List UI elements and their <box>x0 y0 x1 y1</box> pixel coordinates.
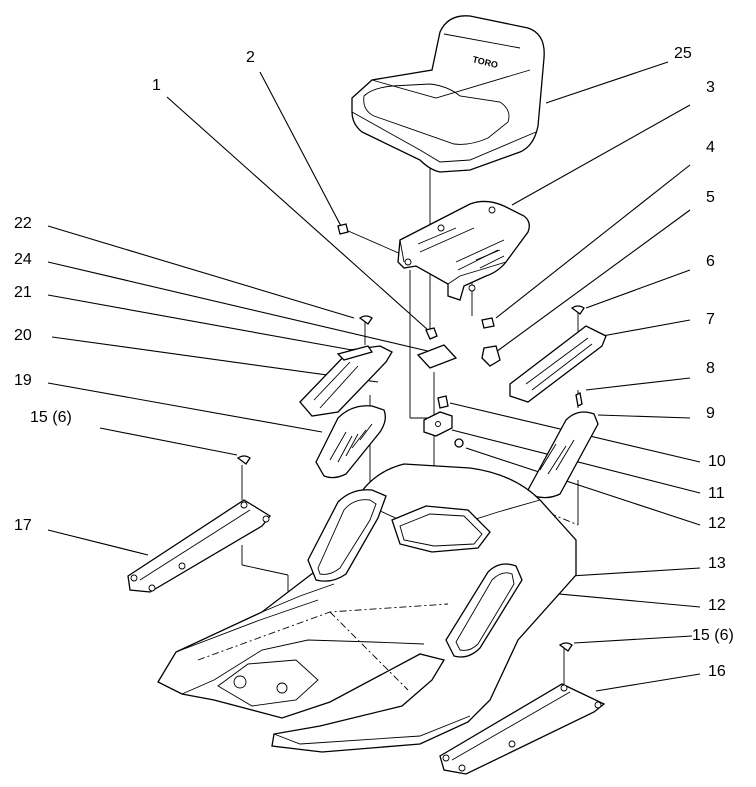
callout-1: 1 <box>152 77 161 94</box>
callout-7: 7 <box>706 311 715 328</box>
bracket-11 <box>423 411 453 437</box>
fender-right-opening <box>445 563 523 658</box>
callout-3: 3 <box>706 79 715 96</box>
left-seat-plate <box>299 345 393 417</box>
callout-25: 25 <box>674 45 692 62</box>
callout-19: 19 <box>14 372 32 389</box>
callout-4: 4 <box>706 139 715 156</box>
callout-10: 10 <box>708 453 726 470</box>
callout-17: 17 <box>14 517 32 534</box>
seat: TORO <box>351 15 545 173</box>
callout-15-lower: 15 (6) <box>692 627 734 644</box>
callout-5: 5 <box>706 189 715 206</box>
foot-plate-17 <box>127 499 271 593</box>
callout-9: 9 <box>706 405 715 422</box>
plate-24 <box>416 344 458 369</box>
callout-11: 11 <box>708 485 725 502</box>
callout-16: 16 <box>708 663 726 680</box>
foot-plate-16 <box>439 683 606 775</box>
right-seat-plate <box>509 325 607 403</box>
callout-2: 2 <box>246 49 255 66</box>
callout-22: 22 <box>14 215 32 232</box>
callout-13: 13 <box>708 555 726 572</box>
callout-20: 20 <box>14 327 32 344</box>
callout-21: 21 <box>14 284 32 301</box>
callout-24: 24 <box>14 251 32 268</box>
callout-8: 8 <box>706 360 715 377</box>
callout-12-upper: 12 <box>708 515 726 532</box>
callout-15-upper: 15 (6) <box>30 409 72 426</box>
left-seat-track <box>315 405 386 479</box>
right-seat-track <box>527 411 599 499</box>
fender-body <box>157 463 577 753</box>
seat-mounting-pan <box>397 200 530 301</box>
callout-6: 6 <box>706 253 715 270</box>
callout-12-lower: 12 <box>708 597 726 614</box>
fender-left-opening <box>307 489 387 582</box>
